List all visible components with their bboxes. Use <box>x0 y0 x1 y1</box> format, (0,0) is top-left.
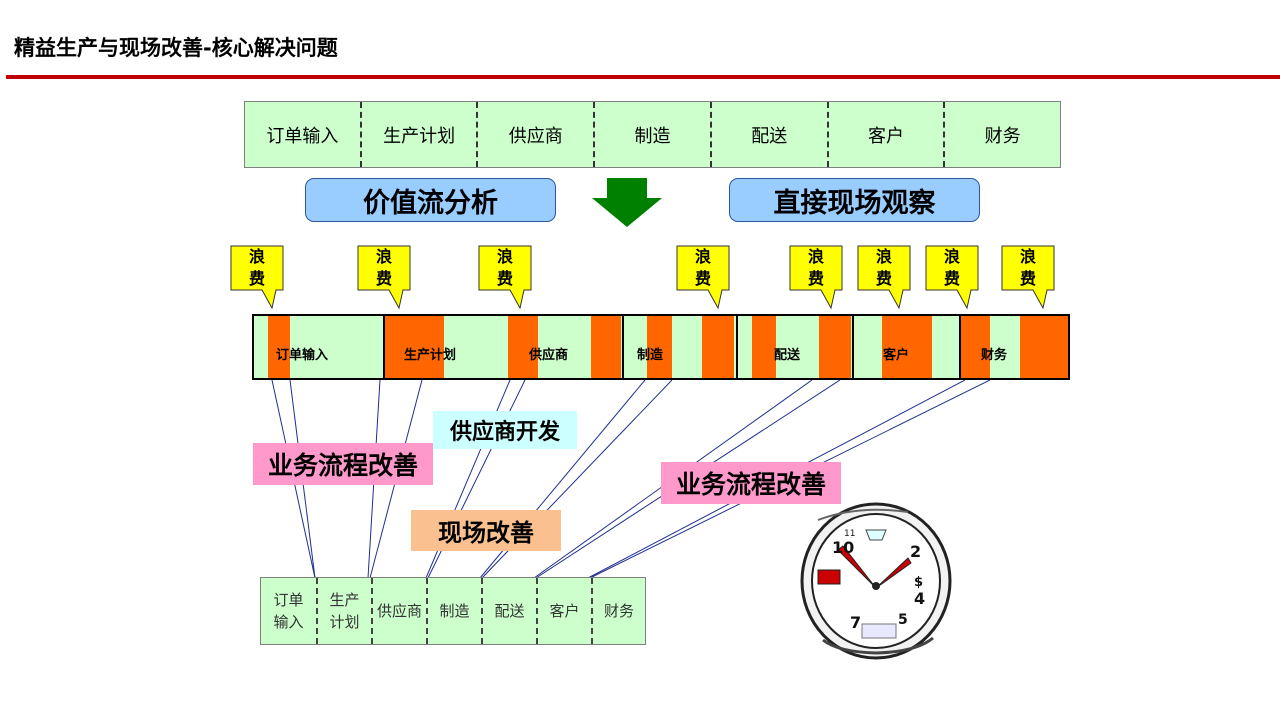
waste-text-2: 费 <box>875 269 892 288</box>
top-cell-production-plan: 生产计划 <box>359 102 477 167</box>
waste-segment <box>384 316 444 378</box>
top-cell-customer: 客户 <box>826 102 944 167</box>
waste-text-1: 浪 <box>807 247 824 266</box>
bottom-cell-line1: 生产 <box>329 591 360 609</box>
bar-label-finance: 财务 <box>981 348 1008 363</box>
site-improvement-label: 现场改善 <box>411 510 561 551</box>
top-cell-order-entry: 订单输入 <box>266 125 339 147</box>
waste-callout: 浪费 <box>479 246 531 290</box>
clock-number-7: 7 <box>850 613 861 632</box>
bar-label-production-plan: 生产计划 <box>404 348 457 363</box>
waste-text-2: 费 <box>248 269 265 288</box>
bottom-cell-production-plan: 生产计划 <box>316 578 371 644</box>
title-underline <box>6 75 1280 79</box>
waste-text-1: 浪 <box>375 247 392 266</box>
bar-divider <box>852 316 854 378</box>
waste-callout: 浪费 <box>790 246 842 290</box>
waste-segment <box>508 316 538 378</box>
waste-callout: 浪费 <box>358 246 410 290</box>
bar-label-supplier: 供应商 <box>529 348 569 363</box>
bottom-cell-manufacturing: 制造 <box>426 578 481 644</box>
bar-label-order-entry: 订单输入 <box>276 348 329 363</box>
waste-callout: 浪费 <box>231 246 283 290</box>
waste-callout-shape <box>857 245 911 310</box>
top-cell-delivery: 配送 <box>709 102 827 167</box>
value-stream-analysis-label: 价值流分析 <box>305 178 556 222</box>
waste-segment <box>882 316 932 378</box>
waste-callout: 浪费 <box>858 246 910 290</box>
bottom-cell-order-entry: 订单输入 <box>261 578 316 644</box>
supplier-development-label: 供应商开发 <box>433 411 577 449</box>
down-arrow-icon <box>592 178 662 227</box>
top-cell-manufacturing: 制造 <box>593 102 710 167</box>
bottom-cell-customer: 客户 <box>536 578 591 644</box>
waste-segment <box>960 316 990 378</box>
bottom-cell-line2: 输入 <box>273 613 304 631</box>
waste-text-2: 费 <box>807 269 824 288</box>
top-cell-finance: 财务 <box>943 102 1060 167</box>
waste-callout-shape <box>925 245 979 310</box>
bottom-process-strip: 订单输入 生产计划 供应商 制造 配送 客户 财务 <box>260 577 646 645</box>
bar-divider <box>622 316 624 378</box>
waste-text-1: 浪 <box>943 247 960 266</box>
waste-segment <box>591 316 621 378</box>
bar-label-manufacturing: 制造 <box>637 348 664 363</box>
waste-callout-shape <box>789 245 843 310</box>
waste-text-1: 浪 <box>1019 247 1036 266</box>
waste-callout-shape <box>478 245 532 310</box>
clock-number-10: 10 <box>832 538 854 557</box>
process-improvement-label-right: 业务流程改善 <box>661 462 841 504</box>
waste-segment <box>752 316 776 378</box>
waste-callout-shape <box>230 245 284 310</box>
bar-label-customer: 客户 <box>883 348 910 363</box>
bottom-cell-finance: 财务 <box>591 578 645 644</box>
waste-callout: 浪费 <box>1002 246 1054 290</box>
direct-observation-label: 直接现场观察 <box>729 178 980 222</box>
waste-segment <box>647 316 672 378</box>
waste-segment <box>268 316 290 378</box>
waste-text-1: 浪 <box>496 247 513 266</box>
bottom-cell-delivery: 配送 <box>481 578 536 644</box>
bottom-cell-line2: 计划 <box>329 613 360 631</box>
waste-text-2: 费 <box>375 269 392 288</box>
bar-divider <box>736 316 738 378</box>
waste-text-2: 费 <box>496 269 513 288</box>
waste-callout-shape <box>676 245 730 310</box>
waste-callout: 浪费 <box>926 246 978 290</box>
waste-text-1: 浪 <box>248 247 265 266</box>
bottom-cell-supplier: 供应商 <box>371 578 426 644</box>
top-process-strip: 订单输入 生产计划 供应商 制造 配送 客户 财务 <box>244 101 1061 168</box>
process-improvement-label-left: 业务流程改善 <box>253 443 433 485</box>
clock-number-11: 11 <box>844 529 855 539</box>
bar-divider <box>383 316 385 378</box>
top-cell-supplier: 供应商 <box>476 102 593 167</box>
clock-dollar-sign: $ <box>914 575 923 590</box>
waste-callout-shape <box>357 245 411 310</box>
bar-divider <box>959 316 961 378</box>
waste-text-2: 费 <box>694 269 711 288</box>
clock-number-4: 4 <box>914 589 925 608</box>
clock-number-5: 5 <box>898 612 908 628</box>
slide-title: 精益生产与现场改善-核心解决问题 <box>14 36 338 60</box>
waste-process-bar: 订单输入 生产计划 供应商 制造 配送 客户 财务 <box>252 314 1070 380</box>
waste-segment <box>819 316 851 378</box>
waste-callout: 浪费 <box>677 246 729 290</box>
waste-text-2: 费 <box>1019 269 1036 288</box>
waste-segment <box>702 316 734 378</box>
bar-label-delivery: 配送 <box>774 348 801 363</box>
waste-text-1: 浪 <box>875 247 892 266</box>
clock-icon: 10 11 2 $ 4 5 7 <box>800 502 952 660</box>
clock-number-2: 2 <box>910 542 921 561</box>
waste-segment <box>1020 316 1068 378</box>
waste-callout-shape <box>1001 245 1055 310</box>
waste-text-1: 浪 <box>694 247 711 266</box>
waste-text-2: 费 <box>943 269 960 288</box>
bottom-cell-line1: 订单 <box>273 591 304 609</box>
